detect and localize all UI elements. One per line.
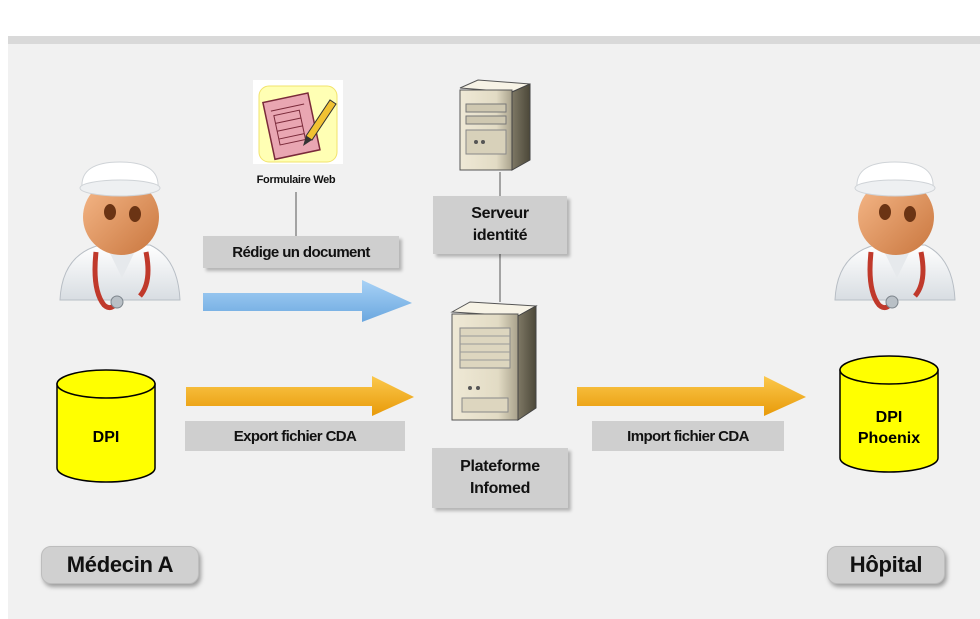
arrow-right-icon <box>186 376 414 416</box>
database-cylinder-icon <box>839 355 939 473</box>
actor-hopital: Hôpital <box>827 546 945 584</box>
dpi-right-line1: DPI <box>875 409 903 426</box>
arrow-right-icon <box>577 376 806 416</box>
doctor-icon <box>59 161 181 311</box>
web-form-icon <box>253 80 343 164</box>
arrow-right-icon <box>203 280 412 322</box>
doctor-icon <box>835 162 955 308</box>
server-tower-icon <box>450 301 538 421</box>
dpi-right-label: DPI Phoenix <box>840 407 938 449</box>
dpi-left-label: DPI <box>92 429 120 446</box>
export-label: Export fichier CDA <box>185 421 405 451</box>
database-cylinder-icon <box>56 369 156 483</box>
form-caption: Formulaire Web <box>256 174 336 186</box>
plateforme-line1: Plateforme <box>460 458 540 475</box>
serveur-line2: identité <box>472 227 528 244</box>
redige-label: Rédige un document <box>203 236 399 268</box>
server-tower-icon <box>459 79 531 171</box>
header-band <box>8 36 980 44</box>
serveur-identite-label: Serveur identité <box>433 196 567 254</box>
plateforme-infomed-label: Plateforme Infomed <box>432 448 568 508</box>
left-edge <box>0 44 8 619</box>
dpi-right-line2: Phoenix <box>857 430 921 447</box>
plateforme-line2: Infomed <box>469 480 531 497</box>
import-label: Import fichier CDA <box>592 421 784 451</box>
serveur-line1: Serveur <box>471 205 529 222</box>
actor-medecin-a: Médecin A <box>41 546 199 584</box>
top-margin <box>0 0 980 36</box>
